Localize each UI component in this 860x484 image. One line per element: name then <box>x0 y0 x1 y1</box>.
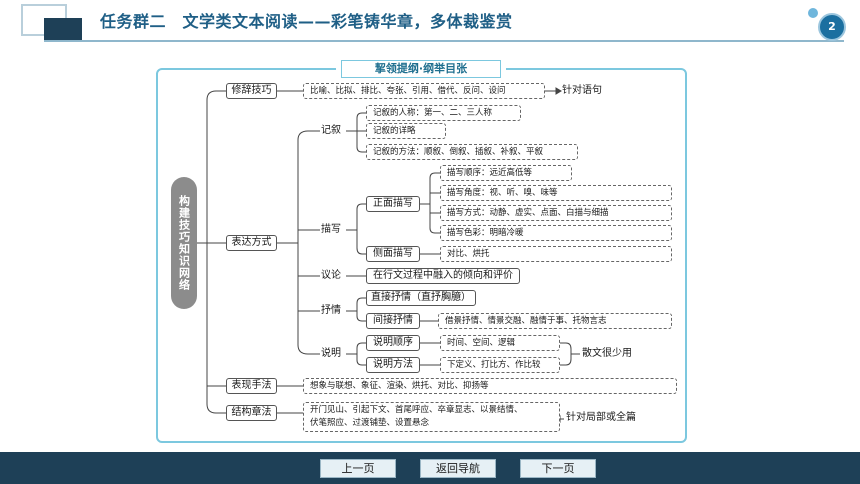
mind-map-title: 挈领提纲·纲举目张 <box>341 60 501 78</box>
structure-content-line: 开门见山、引起下文、首尾呼应、卒章显志、以景结情、 <box>310 405 523 415</box>
header-divider <box>44 40 844 42</box>
node-description: 描写 <box>321 224 341 235</box>
exposition-method-content: 下定义、打比方、作比较 <box>440 357 560 373</box>
front-description-item: 描写色彩：明暗冷暖 <box>440 225 672 241</box>
badge-decoration-icon <box>808 8 818 18</box>
narration-item: 记叙的人称：第一、二、三人称 <box>366 105 521 121</box>
node-lyric-indirect: 间接抒情 <box>366 313 420 329</box>
page-title: 任务群二 文学类文本阅读——彩笔铸华章，多体裁鉴赏 <box>100 12 513 31</box>
lyric-direct: 直接抒情（直抒胸臆） <box>366 290 476 306</box>
exposition-note: 散文很少用 <box>582 348 632 359</box>
front-description-item: 描写方式：动静、虚实、点面、白描与细描 <box>440 205 672 221</box>
node-exposition-method: 说明方法 <box>366 357 420 373</box>
prev-page-button[interactable]: 上一页 <box>320 459 396 478</box>
node-exposition-order: 说明顺序 <box>366 335 420 351</box>
front-description-item: 描写顺序：远近高低等 <box>440 165 572 181</box>
page-number-badge: 2 <box>818 13 846 41</box>
narration-item: 记叙的方法：顺叙、倒叙、插叙、补叙、平叙 <box>366 144 578 160</box>
back-to-nav-button[interactable]: 返回导航 <box>420 459 496 478</box>
next-page-button[interactable]: 下一页 <box>520 459 596 478</box>
node-exposition: 说明 <box>321 348 341 359</box>
node-front-description: 正面描写 <box>366 196 420 212</box>
structure-content-line: 伏笔照应、过渡铺垫、设置悬念 <box>310 418 430 428</box>
node-rhetoric: 修辞技巧 <box>226 83 277 99</box>
node-narration: 记叙 <box>321 125 341 136</box>
rhetoric-content: 比喻、比拟、排比、夸张、引用、借代、反问、设问 <box>303 83 545 99</box>
node-structure: 结构章法 <box>226 405 277 421</box>
node-side-description: 侧面描写 <box>366 246 420 262</box>
header-decoration-block <box>44 18 82 42</box>
node-technique: 表现手法 <box>226 378 277 394</box>
technique-content: 想象与联想、象征、渲染、烘托、对比、抑扬等 <box>303 378 677 394</box>
lyric-indirect-content: 借景抒情、情景交融、融情于事、托物言志 <box>438 313 672 329</box>
mind-map-title-mask <box>336 58 506 80</box>
node-discussion: 议论 <box>321 270 341 281</box>
rhetoric-note: 针对语句 <box>562 85 602 96</box>
node-lyric: 抒情 <box>321 305 341 316</box>
exposition-order-content: 时间、空间、逻辑 <box>440 335 560 351</box>
side-description-content: 对比、烘托 <box>440 246 672 262</box>
structure-note: 针对局部或全篇 <box>566 412 636 423</box>
node-expression: 表达方式 <box>226 235 277 251</box>
discussion-content: 在行文过程中融入的倾向和评价 <box>366 268 520 284</box>
front-description-item: 描写角度：视、听、嗅、味等 <box>440 185 672 201</box>
narration-item: 记叙的详略 <box>366 123 446 139</box>
structure-content: 开门见山、引起下文、首尾呼应、卒章显志、以景结情、 伏笔照应、过渡铺垫、设置悬念 <box>303 402 560 432</box>
root-node: 构建技巧知识网络 <box>171 177 197 309</box>
